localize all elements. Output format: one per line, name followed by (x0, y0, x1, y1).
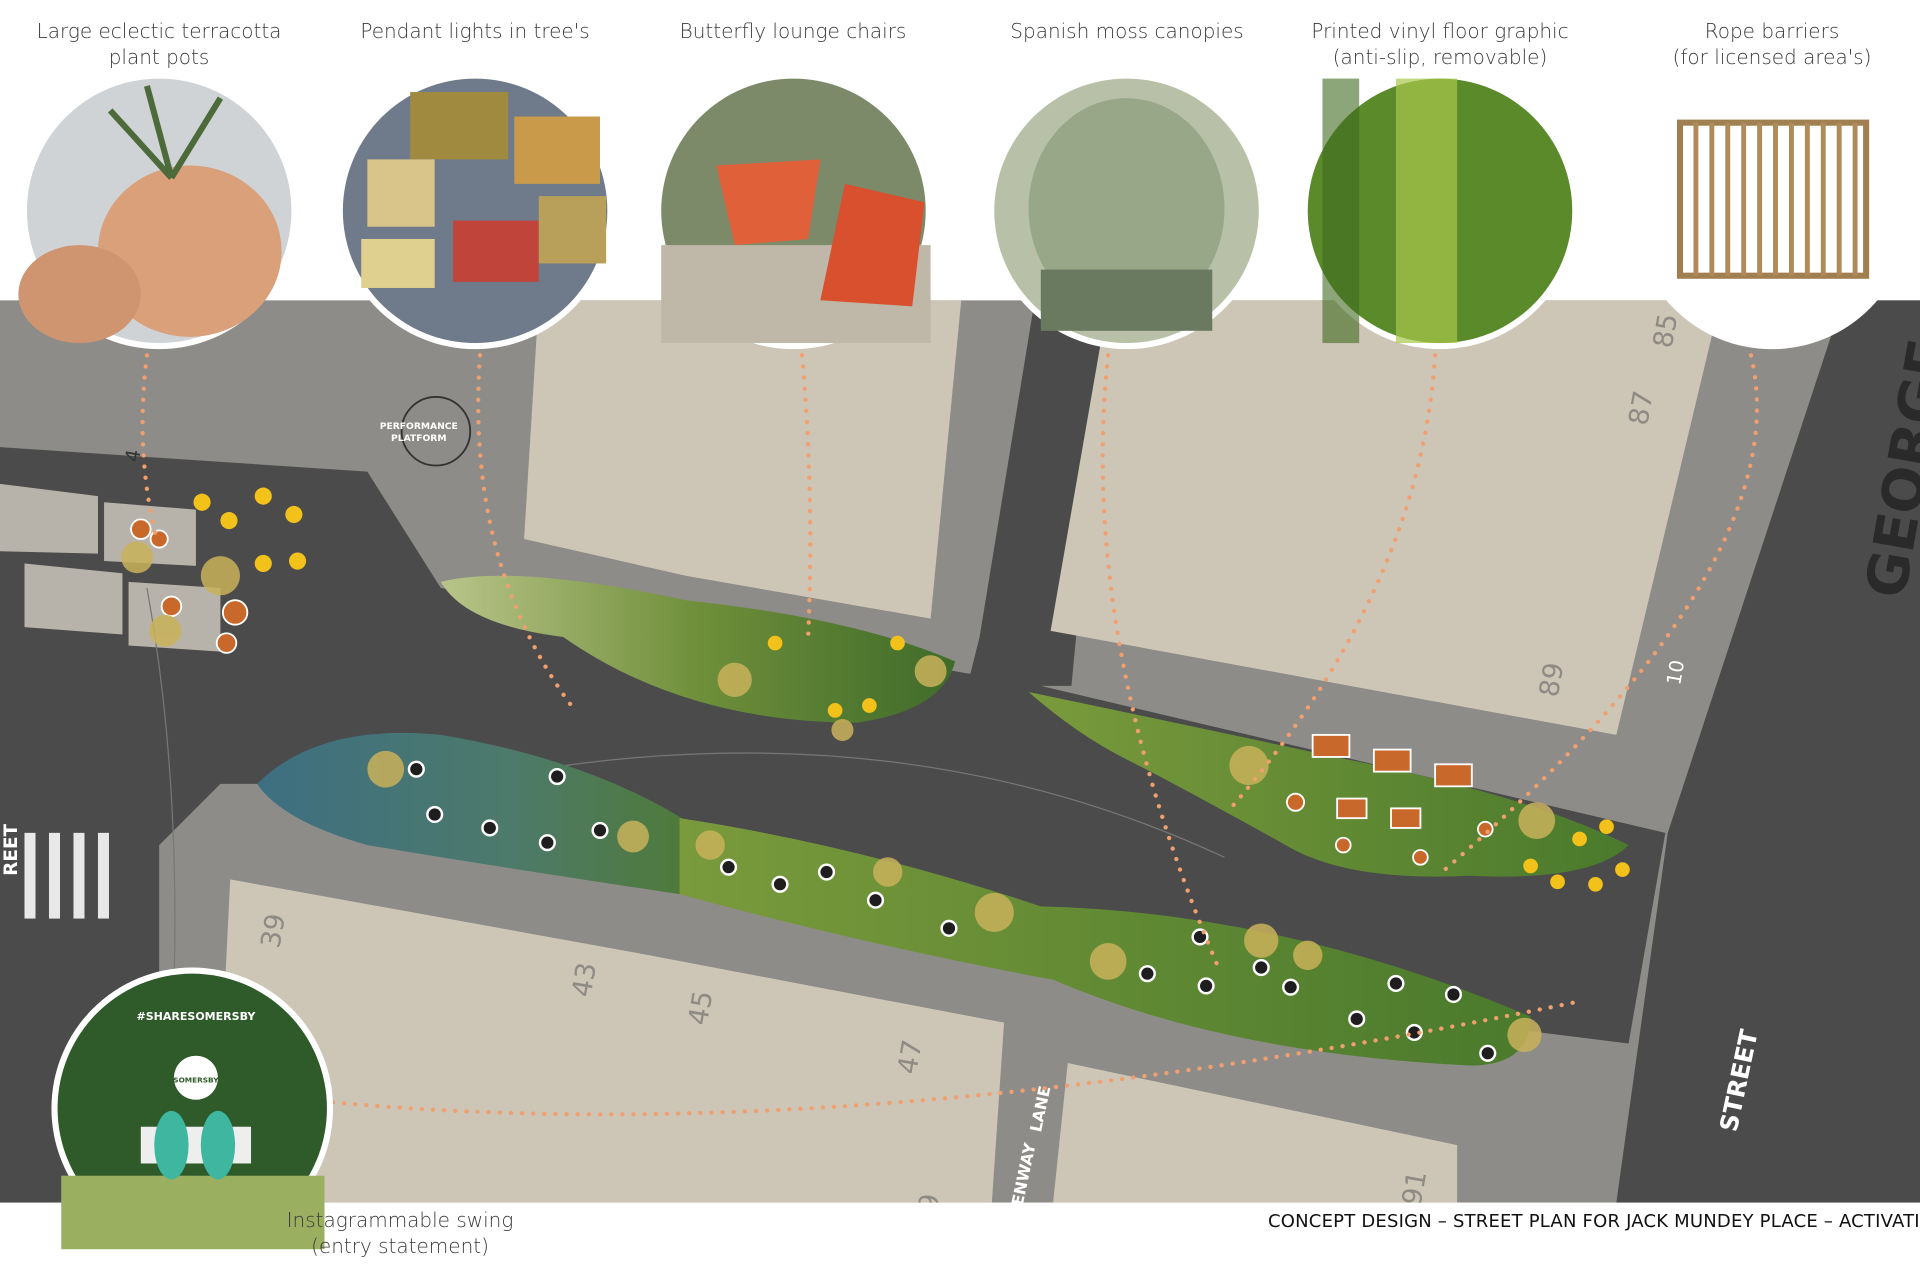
swing-sign: #SHARESOMERSBY (136, 1010, 256, 1023)
star-markers (193, 487, 1630, 892)
callout-label: Instagrammable swing (286, 1208, 514, 1232)
building (524, 300, 962, 619)
page-title: CONCEPT DESIGN – STREET PLAN FOR JACK MU… (1268, 1211, 1920, 1232)
callout-vinyl-floor: Printed vinyl floor graphic (anti-slip, … (1311, 18, 1568, 70)
photo-rope-barrier (1633, 72, 1911, 350)
furniture-markers (407, 760, 1497, 1062)
callout-swing: Instagrammable swing (entry statement) (287, 1207, 514, 1259)
callout-sublabel: (for licensed area's) (1672, 45, 1872, 69)
building (1053, 1063, 1458, 1203)
shrub-markers (121, 541, 1556, 1053)
swing-logo: SOMERSBY (173, 1076, 219, 1085)
callout-label: Spanish moss canopies (1010, 19, 1244, 43)
building (214, 879, 1005, 1203)
callout-rope-barriers: Rope barriers (for licensed area's) (1673, 18, 1872, 70)
building (24, 563, 123, 635)
pedestrian-crossing (24, 832, 109, 919)
main-road (0, 447, 1666, 1203)
lot-number: 9 (913, 1191, 947, 1213)
lot-number: 47 (892, 1037, 928, 1076)
map-base: PERFORMANCE PLATFORM GEORGE STREET LANE … (0, 300, 1920, 1213)
callout-sublabel: (entry statement) (311, 1234, 489, 1258)
photo-butterfly-chairs (655, 72, 932, 350)
street-name-left: REET (1, 823, 22, 875)
callout-spanish-moss: Spanish moss canopies (1010, 18, 1243, 44)
callout-butterfly-chairs: Butterfly lounge chairs (680, 18, 907, 44)
photo-vinyl-floor (1301, 72, 1579, 350)
lot-number: 91 (1397, 1168, 1433, 1207)
performance-label-2: PLATFORM (391, 433, 446, 444)
callout-pendant-lights: Pendant lights in tree's (360, 18, 589, 44)
callout-label: Rope barriers (1704, 19, 1840, 43)
orange-tables (130, 518, 1494, 866)
lot-number: 43 (567, 960, 603, 999)
george-street (1616, 300, 1920, 1203)
photo-terracotta-pots (18, 72, 298, 350)
performance-label-1: PERFORMANCE (380, 421, 458, 432)
photo-spanish-moss (988, 72, 1265, 350)
performance-platform (400, 396, 472, 467)
photo-pendant-lights (336, 72, 614, 350)
callout-label: Pendant lights in tree's (360, 19, 590, 43)
lot-number: 10 (1662, 658, 1689, 687)
lot-number: 45 (683, 988, 719, 1027)
lot-number: 4 (121, 448, 146, 464)
planting-strip (440, 575, 956, 723)
callout-label: Large eclectic terracotta (36, 19, 282, 43)
building (0, 483, 98, 554)
callout-label: Printed vinyl floor graphic (1311, 19, 1569, 43)
callout-terracotta-pots: Large eclectic terracotta plant pots (37, 18, 282, 70)
lot-number: 87 (1623, 388, 1659, 427)
callout-label: Butterfly lounge chairs (679, 19, 907, 43)
lot-number: 39 (256, 911, 292, 950)
planting-strip (257, 732, 686, 895)
callout-sublabel: (anti-slip, removable) (1332, 45, 1548, 69)
photo-swing: SOMERSBY #SHARESOMERSBY (51, 967, 334, 1250)
callout-sublabel: plant pots (108, 45, 210, 69)
lot-number: 85 (1648, 311, 1684, 350)
callout-leader-lines (140, 353, 1760, 1117)
building (1050, 300, 1721, 735)
lot-number: 89 (1534, 660, 1570, 699)
